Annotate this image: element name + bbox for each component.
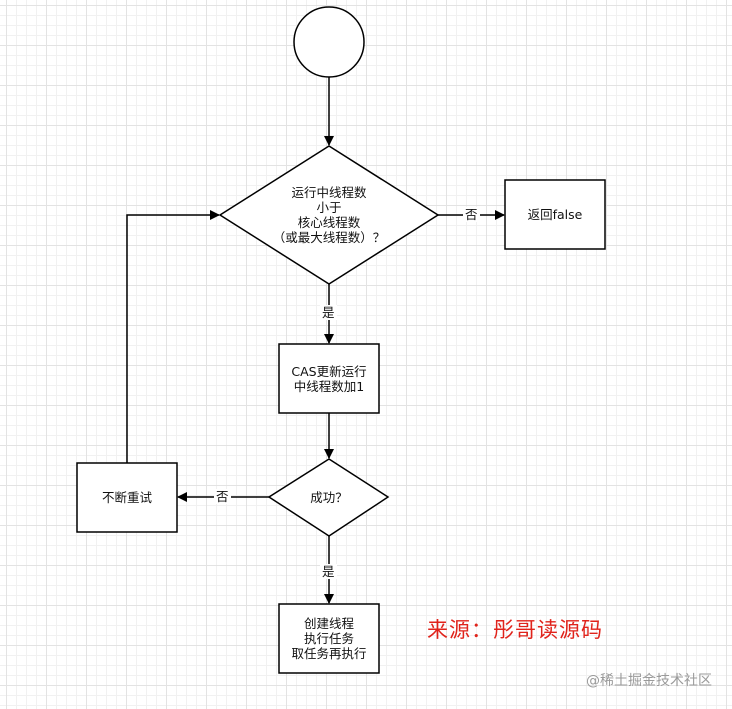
cas-line-1: CAS更新运行 [291,363,367,379]
cas-line-2: 中线程数加1 [293,378,365,394]
retry-text: 不断重试 [101,490,152,505]
decision-success-label: 成功？ [279,487,379,507]
return-false-text: 返回false [527,207,583,222]
create-line-3: 取任务再执行 [291,646,367,661]
success-text: 成功？ [310,489,348,505]
start-node [293,6,365,78]
watermark: @稀土掘金技术社区 [586,673,712,689]
decision-line-2: 小于 [316,200,342,215]
create-thread-label: 创建线程 执行任务 取任务再执行 [279,604,379,673]
decision-line-3: 核心线程数 [297,215,361,230]
arrow-retry-to-decision [126,210,220,463]
decision-thread-count-label: 运行中线程数 小于 核心线程数 （或最大线程数）？ [229,181,429,249]
source-note: 来源：彤哥读源码 [427,618,603,642]
decision-line-4: （或最大线程数）？ [272,230,386,245]
edge-label-yes-cas: 是 [320,305,337,320]
edge-label-no-retry: 否 [214,489,231,504]
return-false-box [504,179,606,250]
decision-line-1: 运行中线程数 [291,185,367,200]
return-false-label: 返回false [505,180,605,249]
create-thread-box [278,603,380,674]
edge-label-yes-create: 是 [320,564,337,579]
create-line-1: 创建线程 [303,616,354,631]
cas-update-box [278,343,380,414]
create-line-2: 执行任务 [303,631,354,646]
retry-label: 不断重试 [77,463,177,532]
cas-update-label: CAS更新运行 中线程数加1 [279,344,379,413]
edge-label-no-return: 否 [463,207,480,222]
